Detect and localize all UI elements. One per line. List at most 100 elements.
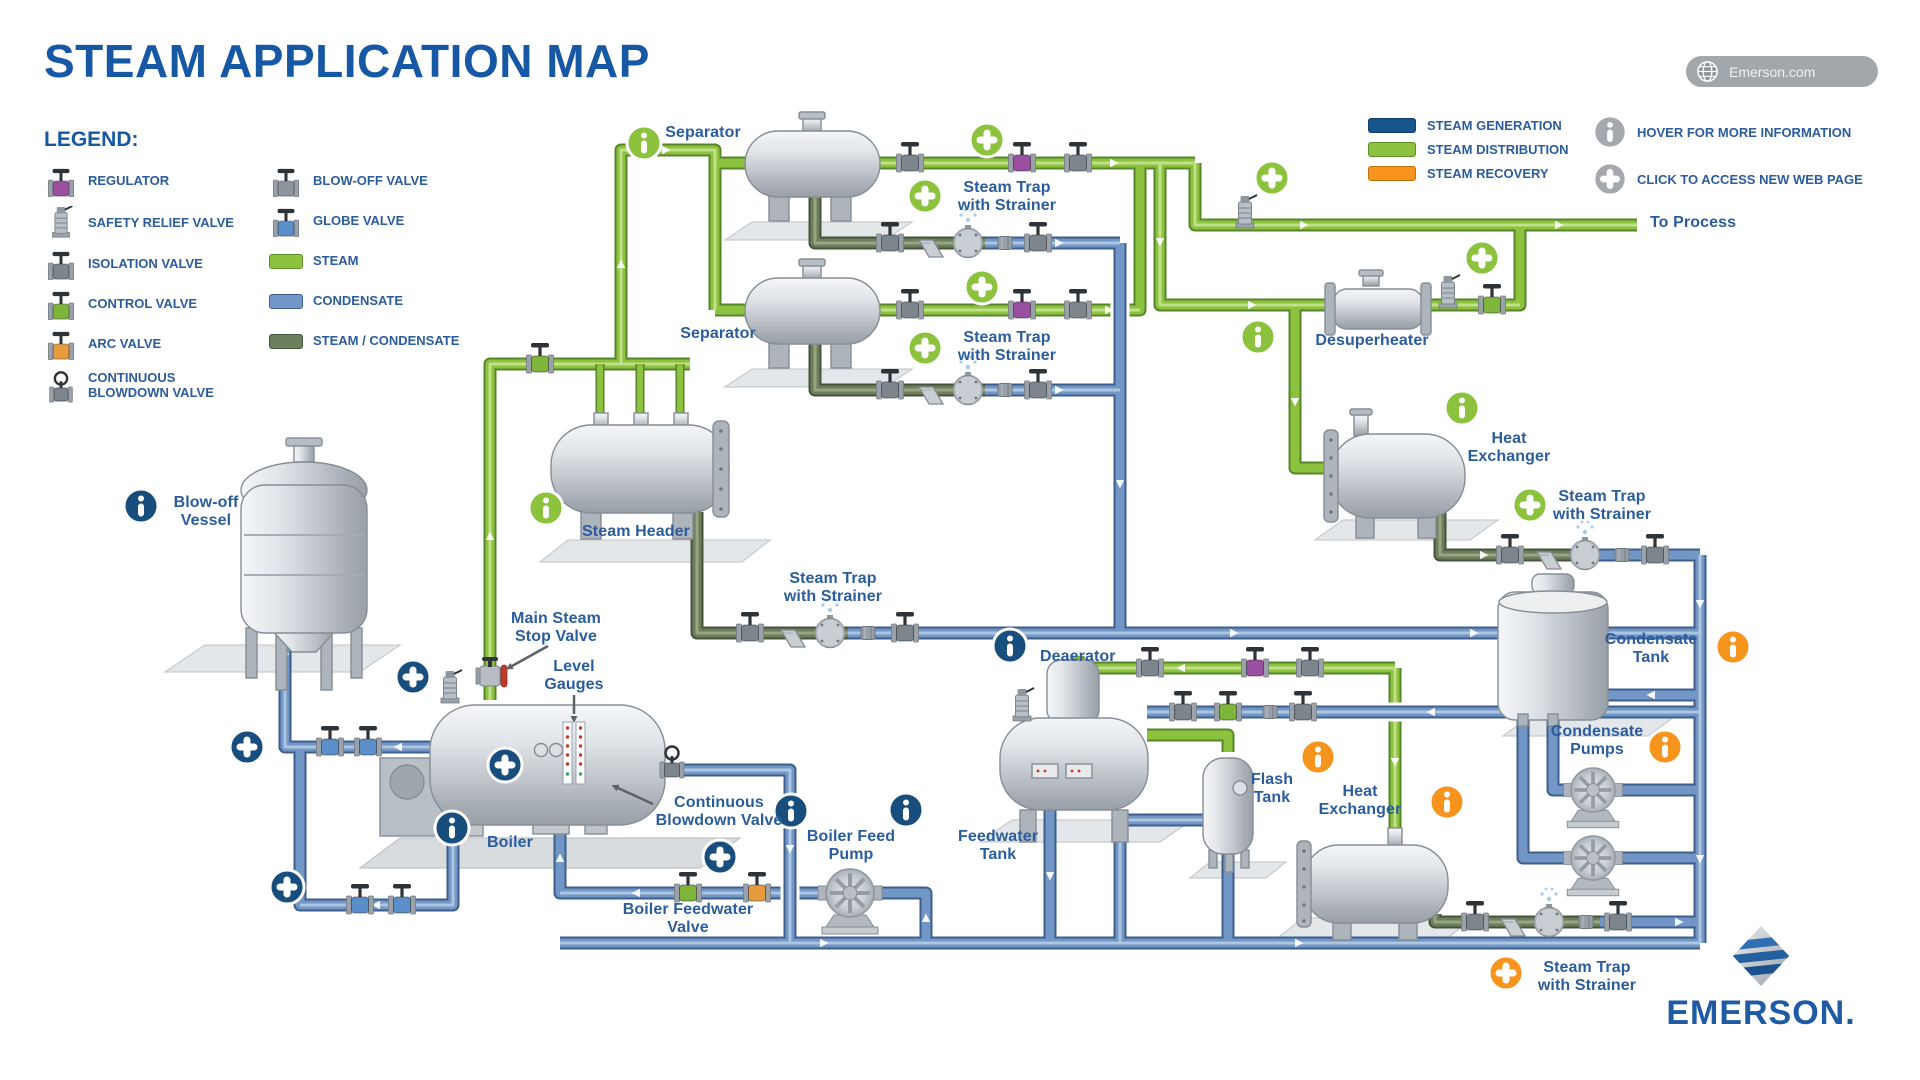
label-heat-exchanger-bottom: Heat Exchanger <box>1318 782 1402 818</box>
link-icon-boiler-body[interactable] <box>486 746 524 784</box>
condensate-pump-2-illustration <box>1561 834 1625 898</box>
plus-icon <box>1592 161 1628 197</box>
info-icon-condensate-pumps[interactable] <box>1646 728 1684 766</box>
info-icon-steam-header[interactable] <box>527 489 565 527</box>
condensate-tank-vessel <box>1497 573 1609 727</box>
label-continuous-blowdown-valve: Continuous Blowdown Valve <box>655 793 783 829</box>
boiler-feed-pump-illustration <box>816 867 884 936</box>
info-icon-flash-tank[interactable] <box>1299 738 1337 776</box>
heat-exchanger-bottom-vessel <box>1296 827 1449 941</box>
legend-item-globe-valve: GLOBE VALVE <box>269 206 464 237</box>
page-title: STEAM APPLICATION MAP <box>44 35 650 87</box>
label-to-process: To Process <box>1650 213 1737 231</box>
steam-generation-swatch <box>1368 118 1416 133</box>
key-item-steam-generation: STEAM GENERATION <box>1368 118 1569 133</box>
info-icon-deaerator[interactable] <box>991 627 1029 665</box>
label-desuperheater: Desuperheater <box>1315 331 1429 349</box>
legend-item-isolation-valve: ISOLATION VALVE <box>44 249 239 280</box>
emerson-wordmark: EMERSON. <box>1666 994 1856 1032</box>
legend-item-control-valve: CONTROL VALVE <box>44 289 239 320</box>
legend-item-safety-relief-valve: SAFETY RELIEF VALVE <box>44 206 239 240</box>
continuous-blowdown-valve-icon <box>44 369 78 403</box>
condensate-swatch <box>269 294 303 309</box>
label-heat-exchanger-top: Heat Exchanger <box>1467 429 1551 465</box>
legend-item-blow-off-valve: BLOW-OFF VALVE <box>269 166 464 197</box>
label-boiler-feed-pump: Boiler Feed Pump <box>806 827 896 863</box>
link-icon-to-process[interactable] <box>1253 159 1291 197</box>
blow-off-vessel <box>240 437 368 691</box>
desuperheater-vessel <box>1324 269 1432 336</box>
label-main-steam-stop-valve: Main Steam Stop Valve <box>511 609 601 645</box>
regulator-valve-icon <box>44 167 78 197</box>
link-icon-feedwater-line[interactable] <box>701 838 739 876</box>
isolation-valve-icon <box>44 250 78 280</box>
link-icon-steam-trap-2[interactable] <box>906 329 944 367</box>
emerson-logo: EMERSON. <box>1630 926 1892 1033</box>
label-steam-trap-4: Steam Trap with Strainer <box>1552 487 1652 523</box>
legend-item-steam-condensate: STEAM / CONDENSATE <box>269 326 464 357</box>
info-icon-heat-exchanger-bottom[interactable] <box>1428 783 1466 821</box>
legend-item-continuous-blowdown-valve: CONTINUOUS BLOWDOWN VALVE <box>44 369 239 403</box>
info-icon-boiler[interactable] <box>433 809 471 847</box>
info-icon-heat-exchanger-top[interactable] <box>1443 389 1481 427</box>
globe-valve-icon <box>269 207 303 237</box>
link-icon-steam-trap-recovery[interactable] <box>1487 954 1525 992</box>
label-blow-off-vessel: Blow-off Vessel <box>173 493 239 529</box>
label-condensate-tank: Condensate Tank <box>1604 630 1698 666</box>
label-steam-trap-1: Steam Trap with Strainer <box>957 178 1057 214</box>
flash-tank-vessel <box>1202 757 1254 873</box>
label-boiler: Boiler <box>487 833 533 851</box>
info-icon <box>1592 114 1628 150</box>
info-icon-blow-off-vessel[interactable] <box>122 487 160 525</box>
label-steam-trap-3: Steam Trap with Strainer <box>783 569 883 605</box>
interaction-hints: HOVER FOR MORE INFORMATION CLICK TO ACCE… <box>1592 114 1863 197</box>
info-icon-feedwater-tank[interactable] <box>887 791 925 829</box>
heat-exchanger-top-vessel <box>1323 408 1466 539</box>
info-icon-condensate-tank[interactable] <box>1714 628 1752 666</box>
label-steam-trap-5: Steam Trap with Strainer <box>1537 958 1637 994</box>
label-steam-trap-2: Steam Trap with Strainer <box>957 328 1057 364</box>
legend-item-arc-valve: ARC VALVE <box>44 329 239 360</box>
steam-swatch <box>269 254 303 269</box>
emerson-com-button[interactable]: Emerson.com <box>1686 56 1878 87</box>
condensate-pump-1-illustration <box>1561 766 1625 830</box>
link-icon-steam-line-1[interactable] <box>968 121 1006 159</box>
steam-condensate-pipes <box>690 197 1600 929</box>
info-icon-separator[interactable] <box>625 124 663 162</box>
callout-pointers <box>511 644 654 806</box>
hover-hint: HOVER FOR MORE INFORMATION <box>1592 114 1863 150</box>
globe-icon <box>1697 61 1718 82</box>
label-condensate-pumps: Condensate Pumps <box>1550 722 1644 758</box>
label-separator-bottom: Separator <box>680 324 756 342</box>
separator-bottom-vessel <box>744 258 881 369</box>
link-icon-boiler-steam[interactable] <box>394 658 432 696</box>
blow-off-valve-icon <box>269 167 303 197</box>
link-icon-steam-line-2[interactable] <box>963 268 1001 306</box>
link-icon-blow-off-line-1[interactable] <box>228 728 266 766</box>
arc-valve-icon <box>44 330 78 360</box>
steam-condensate-swatch <box>269 334 303 349</box>
label-deaerator: Deaerator <box>1040 647 1116 665</box>
link-icon-steam-trap-hx[interactable] <box>1511 486 1549 524</box>
link-icon-desuperheater-outlet[interactable] <box>1463 239 1501 277</box>
label-feedwater-tank: Feedwater Tank <box>957 827 1039 863</box>
click-hint: CLICK TO ACCESS NEW WEB PAGE <box>1592 161 1863 197</box>
key-item-steam-distribution: STEAM DISTRIBUTION <box>1368 142 1569 157</box>
legend: LEGEND: REGULATOR SAFETY RELIEF VALVE IS… <box>44 128 464 403</box>
link-icon-blow-off-line-2[interactable] <box>268 868 306 906</box>
label-level-gauges: Level Gauges <box>544 657 604 693</box>
safety-relief-valve-icon <box>44 206 78 240</box>
legend-item-steam: STEAM <box>269 246 464 277</box>
control-valve-icon <box>44 290 78 320</box>
separator-top-vessel <box>744 111 881 222</box>
label-boiler-feedwater-valve: Boiler Feedwater Valve <box>622 900 754 936</box>
steam-distribution-swatch <box>1368 142 1416 157</box>
legend-item-regulator: REGULATOR <box>44 166 239 197</box>
label-separator-top: Separator <box>665 123 741 141</box>
key-item-steam-recovery: STEAM RECOVERY <box>1368 166 1569 181</box>
link-icon-steam-trap-1[interactable] <box>906 177 944 215</box>
info-icon-desuperheater[interactable] <box>1239 318 1277 356</box>
label-steam-header: Steam Header <box>582 522 690 540</box>
